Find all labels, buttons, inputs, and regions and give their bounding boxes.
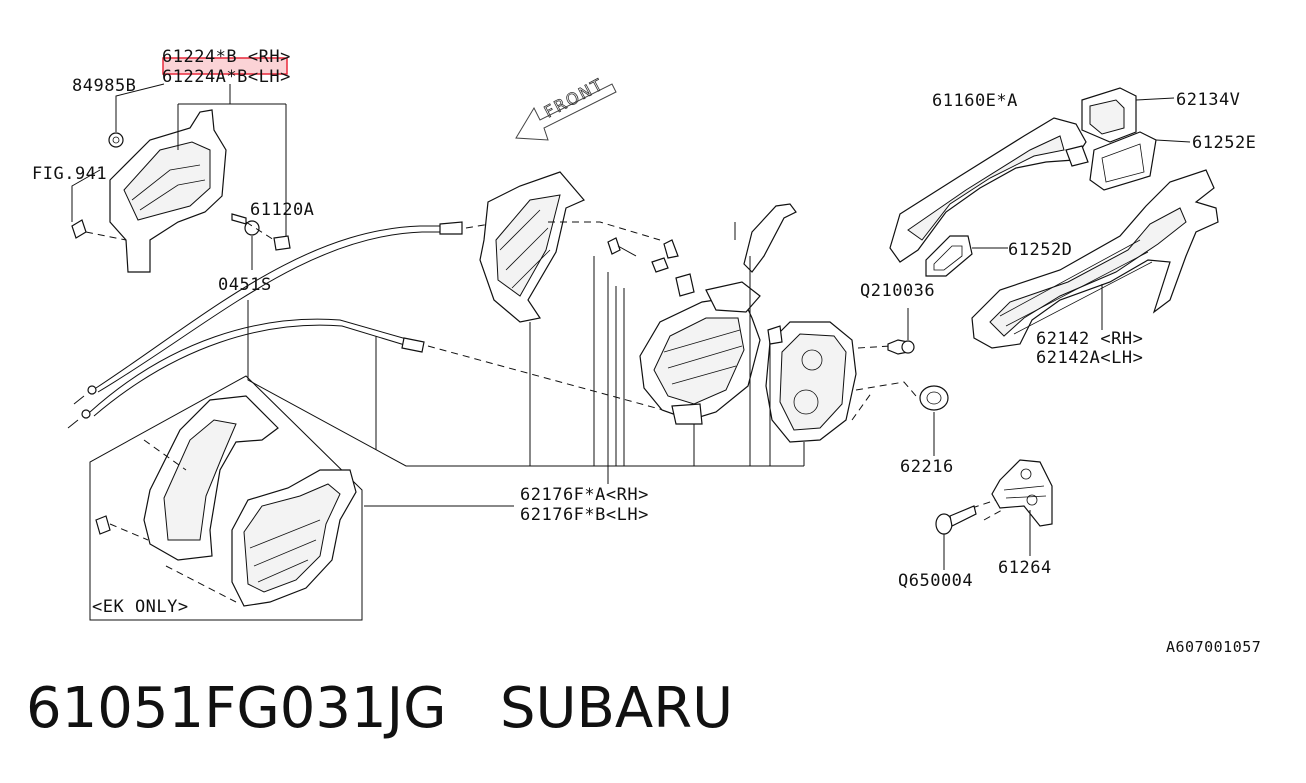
door-cables[interactable] [67,221,463,429]
grommet-62216[interactable] [919,385,949,411]
front-arrow: FRONT [515,74,617,141]
label-q650004: Q650004 [898,571,973,591]
label-62176fb-lh: 62176F*B<LH> [520,505,649,525]
label-61252d: 61252D [1008,240,1072,260]
inner-handle-assembly[interactable] [71,109,291,273]
part-caption: 61051FG031JG SUBARU [26,676,734,741]
outer-handle[interactable] [889,117,1089,263]
label-62142a-lh: 62142A<LH> [1036,348,1143,368]
handle-frame-62142[interactable] [971,169,1219,349]
label-62176fa-rh: 62176F*A<RH> [520,485,649,505]
label-62142-rh: 62142 <RH> [1036,329,1143,349]
handle-cap-62134v[interactable] [1081,87,1137,143]
label-62134v: 62134V [1176,90,1240,110]
diagram-code: A607001057 [1166,638,1261,656]
label-ek-only: <EK ONLY> [92,597,189,617]
label-62216: 62216 [900,457,954,477]
striker-61264[interactable] [991,459,1053,527]
label-61252e: 61252E [1192,133,1256,153]
label-0451s: 0451S [218,275,272,295]
label-61264: 61264 [998,558,1052,578]
label-61224b-rh: 61224*B <RH> [162,47,291,67]
door-latch[interactable] [765,321,857,443]
front-label: FRONT [541,74,607,121]
screw-q210036[interactable] [887,339,915,355]
label-84985b: 84985B [72,76,136,96]
label-q210036: Q210036 [860,281,935,301]
label-61224ab-lh: 61224A*B<LH> [162,67,291,87]
gasket-61252d[interactable] [925,235,973,277]
gasket-61252e[interactable] [1089,131,1157,191]
latch-bracket[interactable] [479,171,585,323]
door-lock-actuator[interactable] [639,281,761,425]
label-61160e: 61160E*A [932,91,1018,111]
screw-set[interactable] [607,237,695,297]
ek-only-inset [89,375,363,621]
label-fig941: FIG.941 [32,164,107,184]
label-61120a: 61120A [250,200,314,220]
screw-q650004[interactable] [935,505,977,535]
lock-rod[interactable] [734,203,797,273]
highlight-box [162,57,288,75]
